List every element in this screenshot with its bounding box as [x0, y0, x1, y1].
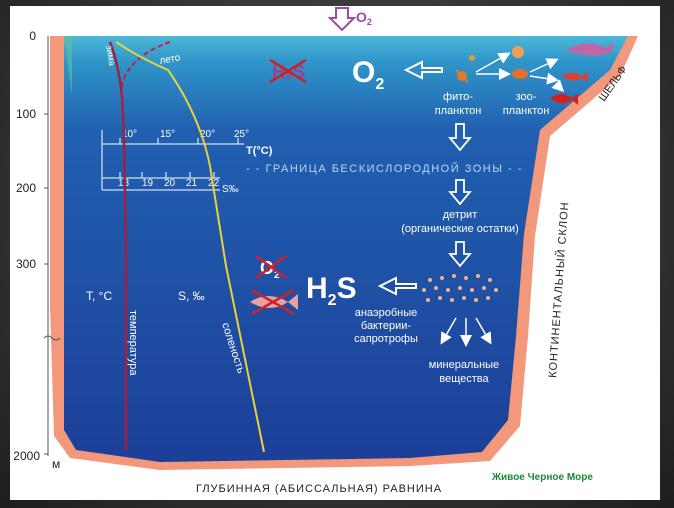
- temp-tick-25: 25°: [234, 129, 249, 140]
- sal-unit: S‰: [222, 184, 239, 195]
- depth-axis: 0 100 200 300 2000 м: [13, 29, 60, 471]
- zoo-line1: зоо-: [516, 91, 537, 103]
- o2-big-label: O2: [352, 56, 384, 93]
- phyto-line1: фито-: [443, 91, 473, 103]
- minerals-line2: вещества: [439, 373, 489, 385]
- down-arrow-icon: [448, 123, 472, 152]
- sal-tick-20: 20: [164, 178, 176, 189]
- temperature-word: температура: [127, 310, 139, 376]
- bacteria-line2: бактерии-: [361, 320, 412, 332]
- down-arrow-icon: [448, 179, 472, 206]
- bacteria-line1: анаэробные: [355, 307, 418, 319]
- anoxic-boundary-label: - - ГРАНИЦА БЕСКИСЛОРОДНОЙ ЗОНЫ - -: [246, 162, 523, 175]
- fish-icon: [550, 93, 578, 105]
- sal-tick-21: 21: [186, 178, 198, 189]
- salinity-curve: [115, 41, 265, 453]
- mineral-arrows: [440, 317, 492, 347]
- black-sea-diagram: 0 100 200 300 2000 м O2 H₂S O2 фито-: [13, 7, 638, 495]
- depth-300: 300: [16, 257, 36, 271]
- down-arrow-icon: [448, 241, 472, 268]
- depth-unit: м: [52, 457, 60, 471]
- particles: [422, 274, 498, 302]
- t-label: Т, °С: [86, 289, 112, 303]
- depth-2000: 2000: [13, 449, 40, 463]
- detritus-line1: детрит: [443, 209, 478, 221]
- down-arrow-icon: [327, 7, 357, 32]
- winter-label: зима: [104, 45, 117, 67]
- dolphin-icon: [566, 42, 614, 56]
- h2s-big-label: H2S: [306, 272, 357, 309]
- zooplankton-icon: [512, 46, 528, 79]
- temp-tick-15: 15°: [160, 129, 175, 140]
- temp-unit: Т(°С): [246, 145, 273, 157]
- phyto-line2: планктон: [435, 105, 482, 117]
- bacteria-line3: сапротрофы: [354, 333, 418, 345]
- minerals-line1: минеральные: [429, 359, 499, 371]
- sea-water: [64, 36, 628, 462]
- cross-icon: [269, 58, 307, 84]
- fish-icon: [562, 72, 588, 82]
- temperature-summer-curve: [121, 41, 171, 106]
- plain-label: ГЛУБИННАЯ (АБИССАЛЬНАЯ) РАВНИНА: [196, 483, 442, 495]
- depth-0: 0: [29, 29, 36, 43]
- phytoplankton-icon: [455, 55, 475, 83]
- top-o2-label: O2: [356, 9, 372, 27]
- temperature-scale: [101, 130, 244, 191]
- cross-icon: [251, 288, 295, 316]
- temp-tick-10: 10°: [122, 129, 137, 140]
- s-label: S, ‰: [178, 289, 205, 303]
- cross-icon: [255, 254, 287, 280]
- source-label: Живое Черное Море: [491, 472, 593, 483]
- shelf-left: [64, 36, 72, 96]
- food-chain-arrows: [475, 52, 565, 93]
- sal-tick-19: 19: [142, 178, 154, 189]
- diagram-panel: 0 100 200 300 2000 м O2 H₂S O2 фито-: [10, 6, 660, 500]
- temperature-winter-curve: [108, 41, 128, 450]
- detritus-line2: (органические остатки): [401, 223, 519, 235]
- depth-100: 100: [16, 107, 36, 121]
- left-arrow-icon: [377, 276, 417, 296]
- depth-200: 200: [16, 181, 36, 195]
- zoo-line2: планктон: [503, 105, 550, 117]
- slope-label: КОНТИНЕНТАЛЬНЫЙ СКЛОН: [546, 201, 571, 378]
- summer-label: лето: [159, 52, 182, 67]
- left-arrow-icon: [403, 60, 443, 80]
- axis-break-icon: [43, 335, 61, 341]
- temp-tick-20: 20°: [200, 129, 215, 140]
